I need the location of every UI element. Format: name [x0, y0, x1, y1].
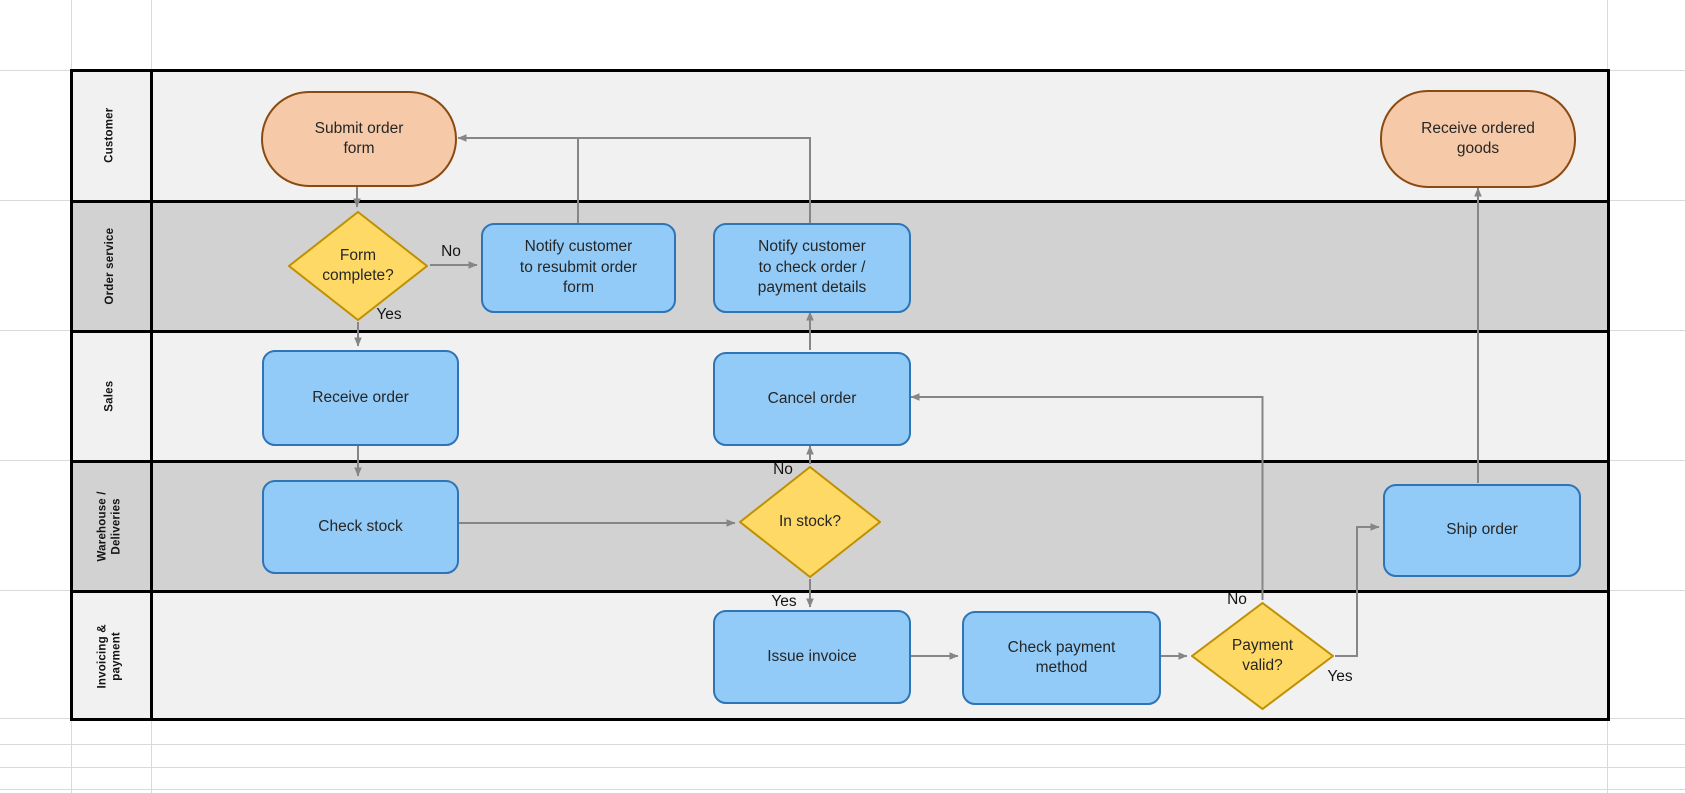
- edge-label-no: No: [773, 461, 793, 478]
- decision-shape: [739, 466, 881, 578]
- lane-divider: [70, 329, 1610, 333]
- node-form-complete[interactable]: Form complete?: [288, 211, 428, 321]
- lane-label: Warehouse / Deliveries: [96, 490, 123, 562]
- decision-shape: [1191, 602, 1334, 710]
- decision-label: Form complete?: [322, 247, 394, 284]
- lane-header-warehouse-deliveries: Warehouse / Deliveries: [70, 461, 150, 591]
- node-receive-ordered-goods[interactable]: Receive ordered goods: [1380, 90, 1576, 188]
- lane-header-divider: [150, 69, 153, 721]
- edge-label-no: No: [441, 243, 461, 260]
- chart-border-right: [1607, 69, 1610, 721]
- lane-label: Sales: [103, 380, 116, 412]
- lane-header-order-service: Order service: [70, 201, 150, 331]
- node-in-stock[interactable]: In stock?: [739, 466, 881, 578]
- node-payment-valid[interactable]: Payment valid?: [1191, 602, 1334, 710]
- lane-divider: [70, 589, 1610, 593]
- lane-header-invoicing-payment: Invoicing & payment: [70, 591, 150, 721]
- lane-header-customer: Customer: [70, 69, 150, 201]
- lane-label: Invoicing & payment: [96, 623, 123, 689]
- lane-label: Order service: [103, 227, 116, 305]
- node-notify-check[interactable]: Notify customer to check order / payment…: [713, 223, 911, 313]
- lane-divider: [70, 459, 1610, 463]
- edge-label-yes: Yes: [1327, 668, 1353, 685]
- lane-header-sales: Sales: [70, 331, 150, 461]
- chart-border-top: [70, 69, 1610, 72]
- lane-divider: [70, 199, 1610, 203]
- node-check-payment-method[interactable]: Check payment method: [962, 611, 1161, 705]
- decision-label: Payment valid?: [1231, 637, 1294, 674]
- decision-label: In stock?: [778, 513, 842, 531]
- lane-label: Customer: [103, 107, 116, 163]
- node-check-stock[interactable]: Check stock: [262, 480, 459, 574]
- decision-shape: [288, 211, 428, 321]
- gridline: [0, 744, 1685, 745]
- edge-label-yes: Yes: [771, 593, 797, 610]
- node-issue-invoice[interactable]: Issue invoice: [713, 610, 911, 704]
- node-notify-resubmit[interactable]: Notify customer to resubmit order form: [481, 223, 676, 313]
- chart-border-bottom: [70, 718, 1610, 721]
- edge-label-no: No: [1227, 591, 1247, 608]
- gridline: [0, 767, 1685, 768]
- gridline: [0, 789, 1685, 790]
- chart-border-left: [70, 69, 73, 721]
- node-ship-order[interactable]: Ship order: [1383, 484, 1581, 577]
- edge-label-yes: Yes: [376, 306, 402, 323]
- node-cancel-order[interactable]: Cancel order: [713, 352, 911, 446]
- node-submit-order-form[interactable]: Submit order form: [261, 91, 457, 187]
- node-receive-order[interactable]: Receive order: [262, 350, 459, 446]
